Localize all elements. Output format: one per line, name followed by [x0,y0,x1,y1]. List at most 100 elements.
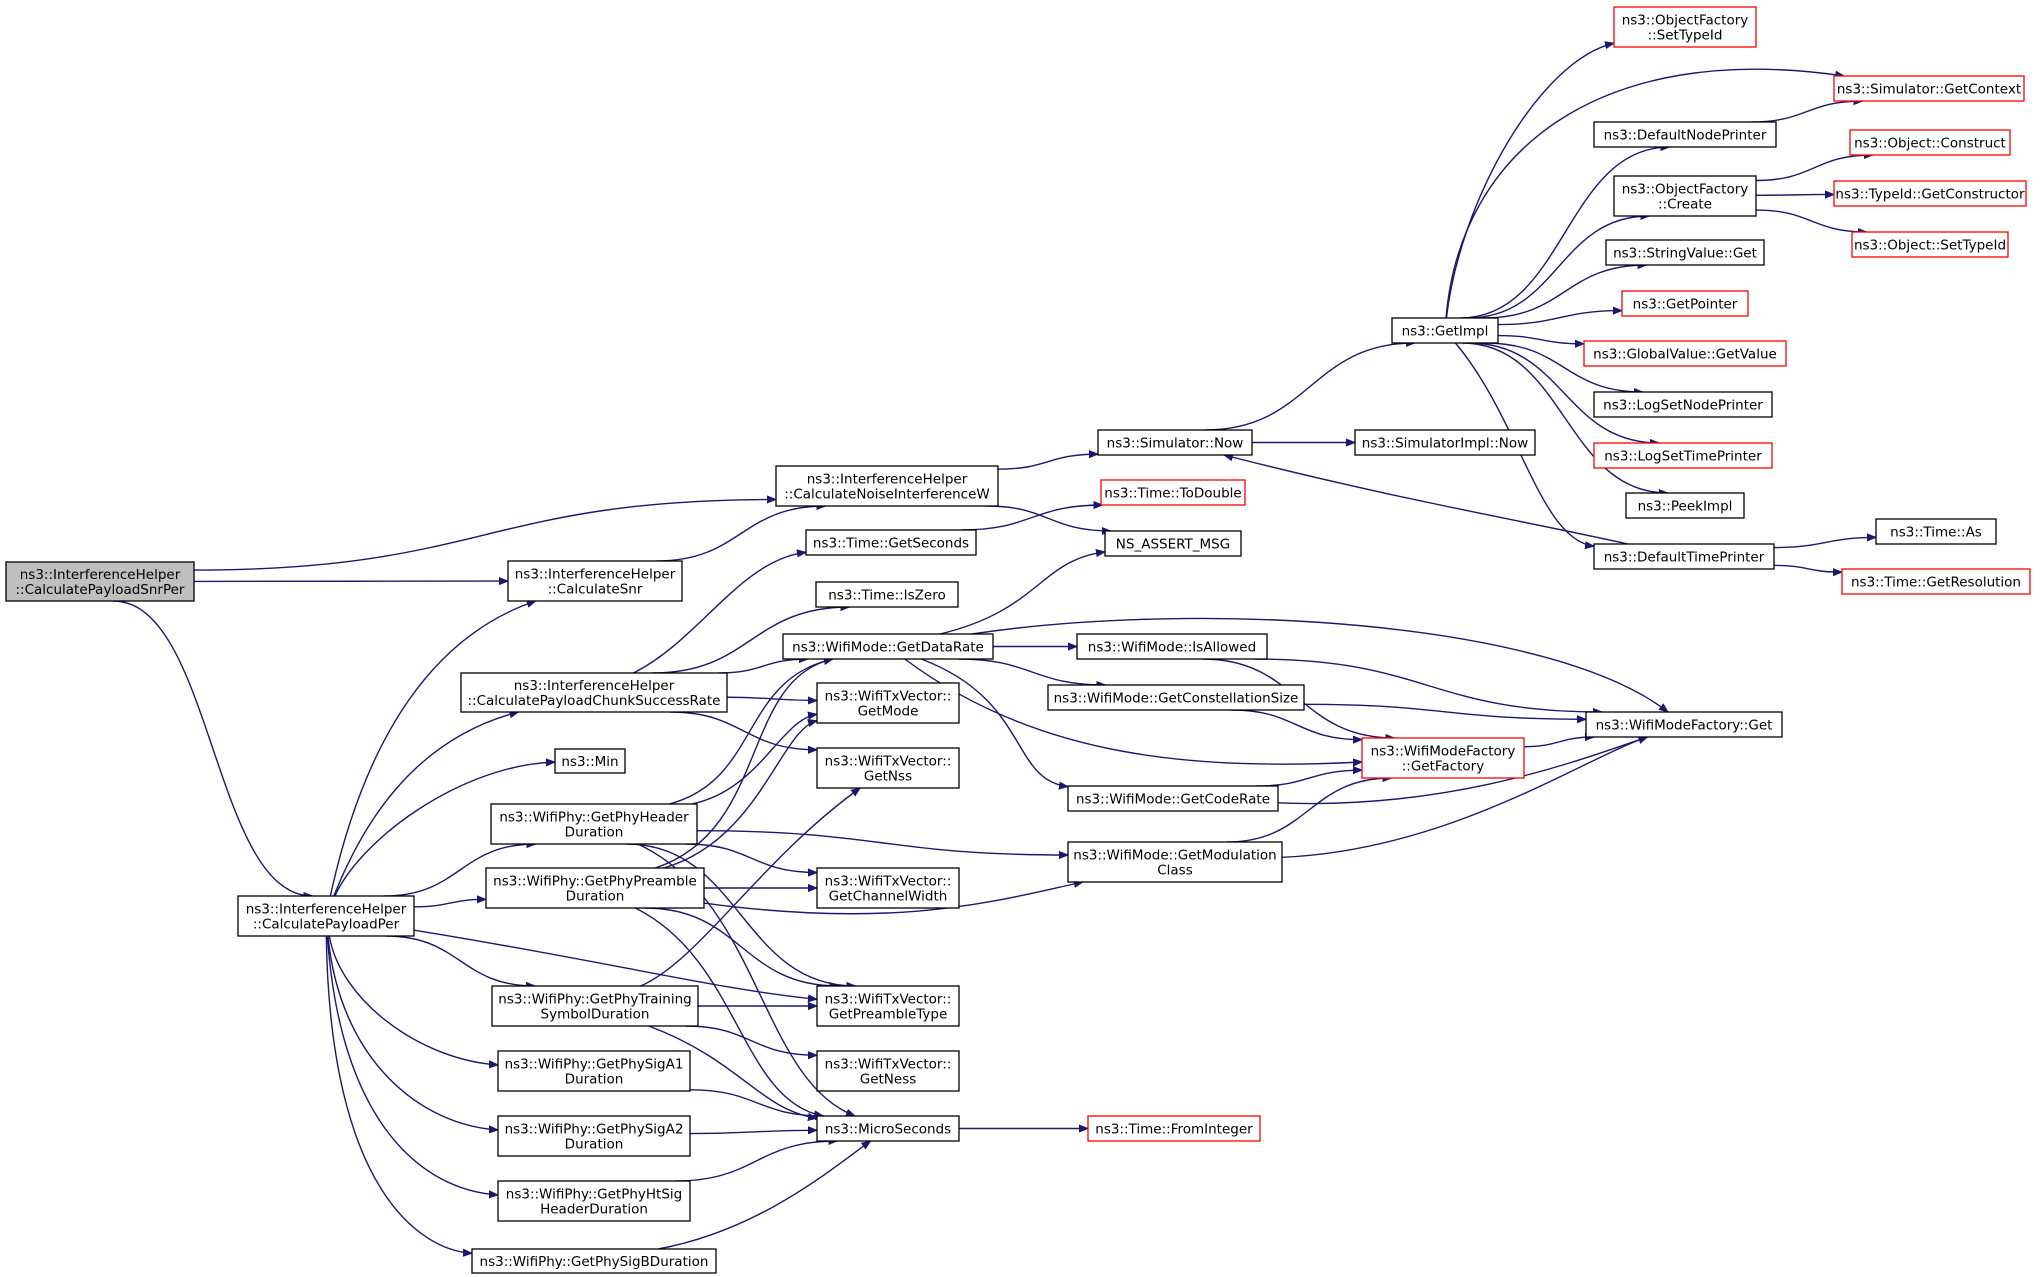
node-assert[interactable]: NS_ASSERT_MSG [1104,530,1242,557]
node-box [1851,231,2009,258]
node-tidgc[interactable]: ns3::TypeId::GetConstructor [1833,180,2027,207]
node-label: ::CalculateSnr [548,582,643,598]
node-gmode[interactable]: ns3::WifiTxVector::GetMode [816,682,960,724]
node-phytrn[interactable]: ns3::WifiPhy::GetPhyTrainingSymbolDurati… [491,985,699,1027]
node-gvgv[interactable]: ns3::GlobalValue::GetValue [1583,340,1787,367]
node-label: ns3::GetImpl [1402,324,1489,340]
node-objcon[interactable]: ns3::Object::Construct [1849,129,2011,156]
node-label: ns3::WifiPhy::GetPhyHeader [499,810,689,826]
node-cpcsr[interactable]: ns3::InterferenceHelper::CalculatePayloa… [460,672,728,713]
node-svget[interactable]: ns3::StringValue::Get [1605,239,1765,266]
node-todbl[interactable]: ns3::Time::ToDouble [1100,479,1246,506]
edge-getimpl-to-dnp [1460,147,1669,319]
node-ofc[interactable]: ns3::ObjectFactory::Create [1613,175,1757,217]
edge-gdr-to-wmfgf [904,658,1362,764]
node-label: ns3::WifiMode::GetCodeRate [1076,792,1270,808]
node-box [507,560,683,602]
node-label: ns3::Time::As [1890,525,1982,541]
node-gpt[interactable]: ns3::WifiTxVector::GetPreambleType [816,985,960,1027]
node-isall[interactable]: ns3::WifiMode::IsAllowed [1076,633,1268,660]
node-cpper[interactable]: ns3::InterferenceHelper::CalculatePayloa… [237,895,415,937]
edge-cnw-to-assert [986,505,1110,531]
node-label: ns3::WifiPhy::GetPhyPreamble [493,874,697,890]
node-getptr[interactable]: ns3::GetPointer [1621,290,1749,317]
node-gcr[interactable]: ns3::WifiMode::GetCodeRate [1067,785,1279,812]
node-box [775,465,999,507]
node-timeas[interactable]: ns3::Time::As [1875,518,1997,545]
edge-gmc-to-wmfgf [1226,778,1392,843]
node-peek[interactable]: ns3::PeekImpl [1625,492,1745,519]
edge-cnw-to-simnow [997,454,1098,470]
node-label: ns3::Simulator::Now [1107,436,1244,452]
node-label: GetPreambleType [829,1007,948,1023]
node-box [1100,479,1246,506]
node-gdr[interactable]: ns3::WifiMode::GetDataRate [782,633,994,660]
node-box [1047,684,1305,711]
node-gcs[interactable]: ns3::WifiMode::GetConstellationSize [1047,684,1305,711]
node-siminow[interactable]: ns3::SimulatorImpl::Now [1354,429,1536,456]
node-simnow[interactable]: ns3::Simulator::Now [1097,429,1253,456]
edge-phypre-to-gmode [663,721,817,869]
node-box [497,1180,691,1222]
edge-phypre-to-gpt [644,907,839,986]
node-box [237,895,415,937]
node-box [1087,1115,1261,1142]
node-box [5,561,195,602]
node-dnp[interactable]: ns3::DefaultNodePrinter [1593,121,1777,148]
edge-gdr-to-gcr [920,658,1068,787]
node-getimpl[interactable]: ns3::GetImpl [1391,317,1499,344]
node-ofsti[interactable]: ns3::ObjectFactory::SetTypeId [1613,6,1757,48]
node-fromint[interactable]: ns3::Time::FromInteger [1087,1115,1261,1142]
node-timegr[interactable]: ns3::Time::GetResolution [1841,568,2031,595]
edge-phypre-to-micro [634,907,823,1116]
edge-getimpl-to-ofsti [1445,43,1614,319]
edge-cpper-to-min [334,762,555,897]
edge-gcr-to-wmfgf [1256,770,1362,787]
node-label: ns3::PeekImpl [1638,499,1733,515]
node-label: ns3::WifiTxVector:: [825,992,952,1008]
node-box [816,867,960,909]
nodes-layer: ns3::InterferenceHelper::CalculatePayloa… [5,6,2031,1274]
node-root[interactable]: ns3::InterferenceHelper::CalculatePayloa… [5,561,195,602]
node-cnw[interactable]: ns3::InterferenceHelper::CalculateNoiseI… [775,465,999,507]
node-lsnp[interactable]: ns3::LogSetNodePrinter [1593,391,1773,418]
node-label: ns3::ObjectFactory [1622,13,1749,29]
node-wmfgf[interactable]: ns3::WifiModeFactory::GetFactory [1361,737,1525,779]
edge-gdr-to-assert [939,552,1105,635]
node-min[interactable]: ns3::Min [554,748,626,774]
node-getsec[interactable]: ns3::Time::GetSeconds [805,529,977,556]
node-gcw[interactable]: ns3::WifiTxVector::GetChannelWidth [816,867,960,909]
node-wmfget[interactable]: ns3::WifiModeFactory::Get [1585,711,1783,738]
edge-dtp-to-timegr [1773,564,1842,572]
node-sigb[interactable]: ns3::WifiPhy::GetPhySigBDuration [471,1248,717,1274]
node-label: GetMode [858,704,919,720]
node-dtp[interactable]: ns3::DefaultTimePrinter [1593,543,1775,570]
edge-gdr-to-gcs [958,658,1106,685]
node-label: ns3::WifiTxVector:: [825,874,952,890]
node-box [1067,785,1279,812]
node-lstp[interactable]: ns3::LogSetTimePrinter [1593,442,1773,469]
node-micro[interactable]: ns3::MicroSeconds [816,1115,960,1142]
node-objsti[interactable]: ns3::Object::SetTypeId [1851,231,2009,258]
node-box [1841,568,2031,595]
node-box [1605,239,1765,266]
node-csnr[interactable]: ns3::InterferenceHelper::CalculateSnr [507,560,683,602]
node-label: ::Create [1658,197,1712,213]
edge-cpcsr-to-gmode [726,697,817,700]
edge-gcr-to-wmfget [1277,737,1647,805]
node-gnss[interactable]: ns3::WifiTxVector::GetNss [816,747,960,789]
node-label: ns3::LogSetNodePrinter [1603,398,1763,414]
node-label: ns3::WifiMode::IsAllowed [1088,640,1256,656]
node-label: Duration [565,1137,624,1153]
node-gness[interactable]: ns3::WifiTxVector::GetNess [816,1050,960,1092]
node-label: ns3::ObjectFactory [1622,182,1749,198]
node-simctx[interactable]: ns3::Simulator::GetContext [1833,75,2025,102]
node-iszero[interactable]: ns3::Time::IsZero [815,581,959,608]
